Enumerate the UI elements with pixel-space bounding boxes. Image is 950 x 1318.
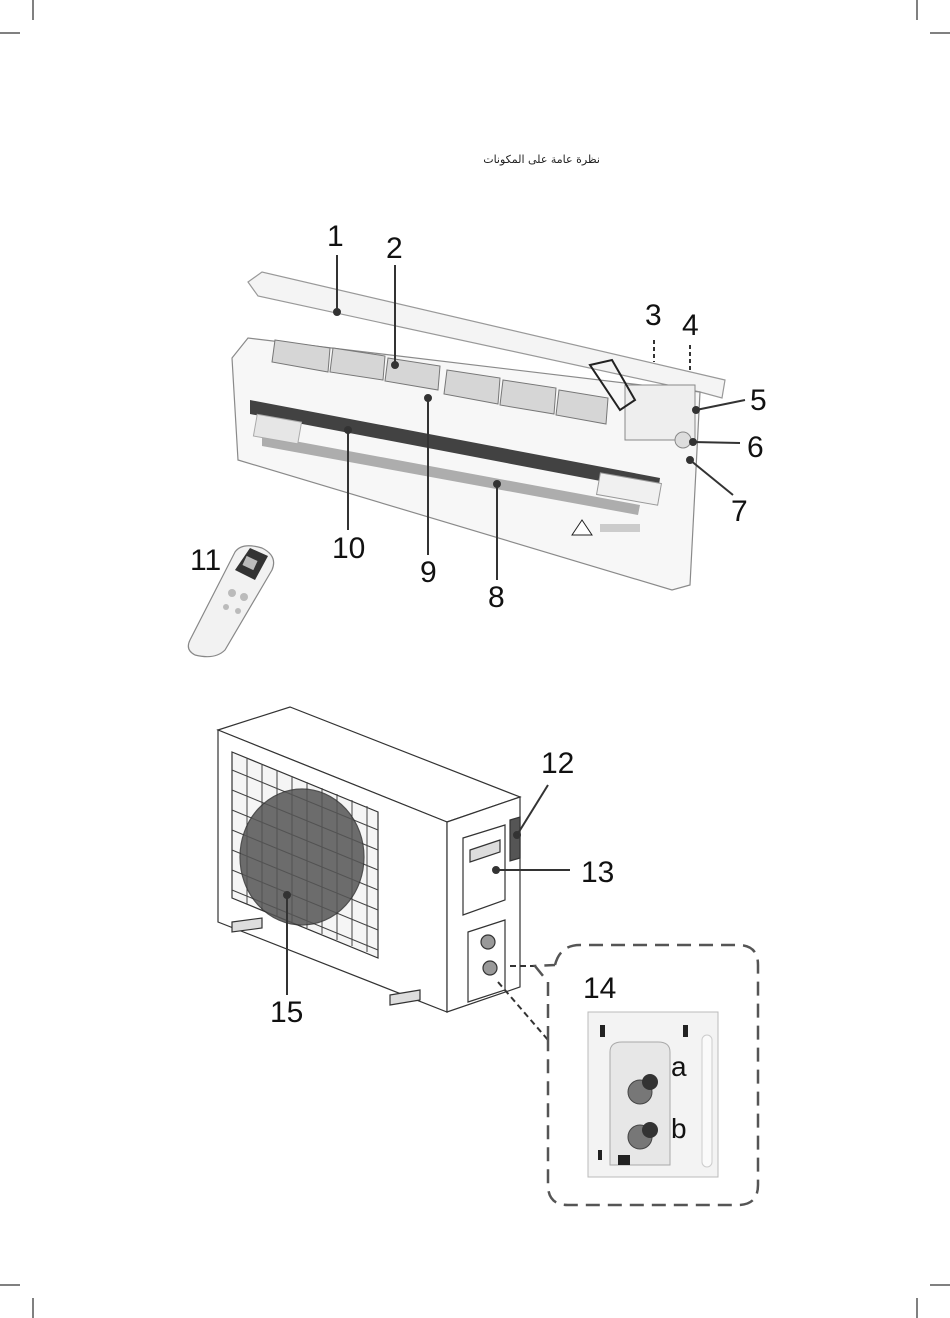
callout-b: b [671, 1113, 687, 1144]
valve-detail-callout [535, 945, 758, 1205]
callout-14: 14 [583, 972, 616, 1005]
callout-9: 9 [420, 556, 437, 589]
callout-2: 2 [386, 232, 403, 265]
callout-a: a [671, 1051, 687, 1082]
callout-1: 1 [327, 220, 344, 253]
callout-5: 5 [750, 384, 767, 417]
callout-11: 11 [190, 544, 221, 577]
outdoor-unit-illustration [218, 707, 520, 1012]
callout-15: 15 [270, 996, 303, 1029]
callout-4: 4 [682, 309, 699, 342]
callout-13: 13 [581, 856, 614, 889]
callout-10: 10 [332, 532, 365, 565]
callout-7: 7 [731, 495, 748, 528]
callout-12: 12 [541, 747, 574, 780]
callout-6: 6 [747, 431, 764, 464]
callout-3: 3 [645, 299, 662, 332]
callout-8: 8 [488, 581, 505, 614]
